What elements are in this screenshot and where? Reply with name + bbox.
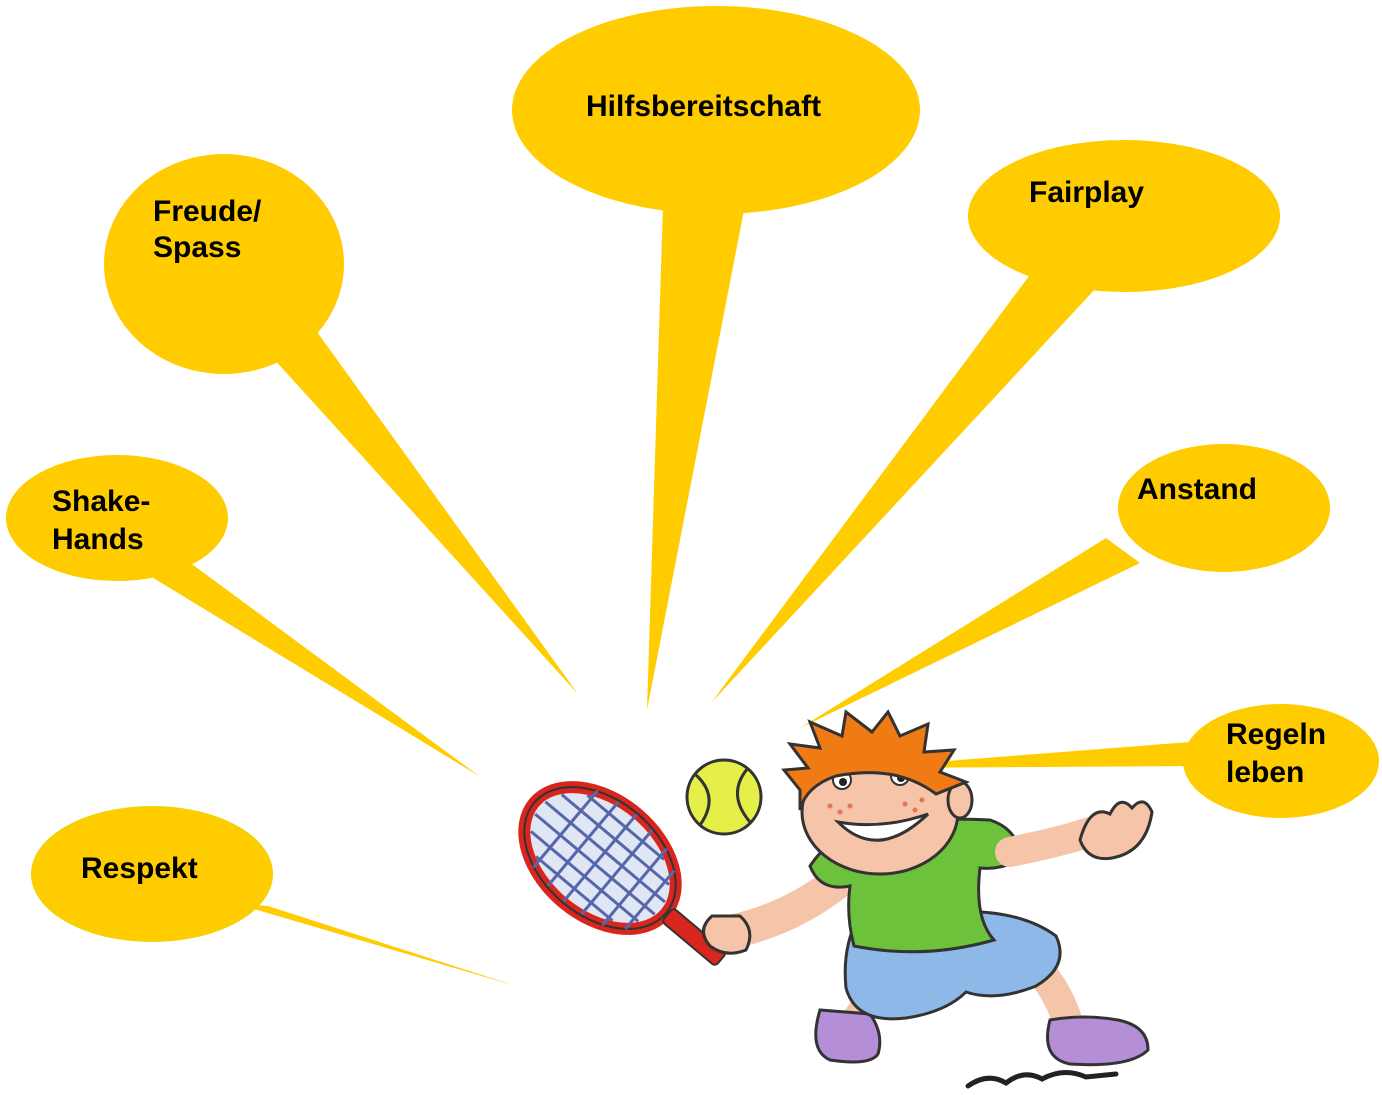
motion-scribble [965,1070,1119,1089]
bubble-anstand [800,444,1330,728]
bubble-shake-hands [6,455,479,776]
bubble-freude-spass [104,154,578,694]
bubble-freude-label: Freude/ Spass [153,195,270,264]
bubble-shake-hands-label: Shake- Hands [52,485,159,556]
bubble-respekt [31,806,519,987]
right-shoe [1046,1015,1150,1067]
left-shoe [814,1008,882,1064]
tennis-boy-icon [518,709,1154,1089]
bubble-hilfsbereitschaft-label: Hilfsbereitschaft [586,90,821,123]
hair [781,709,971,811]
bubble-hilfsbereitschaft [512,6,920,710]
bubble-anstand-label: Anstand [1137,473,1257,506]
tennis-racket [518,781,727,966]
bubble-respekt-label: Respekt [81,852,198,885]
bubble-regeln-label: Regeln leben [1226,718,1334,789]
tennis-ball [685,758,763,836]
bubble-fairplay-label: Fairplay [1029,176,1144,209]
bubble-fairplay [711,140,1280,703]
